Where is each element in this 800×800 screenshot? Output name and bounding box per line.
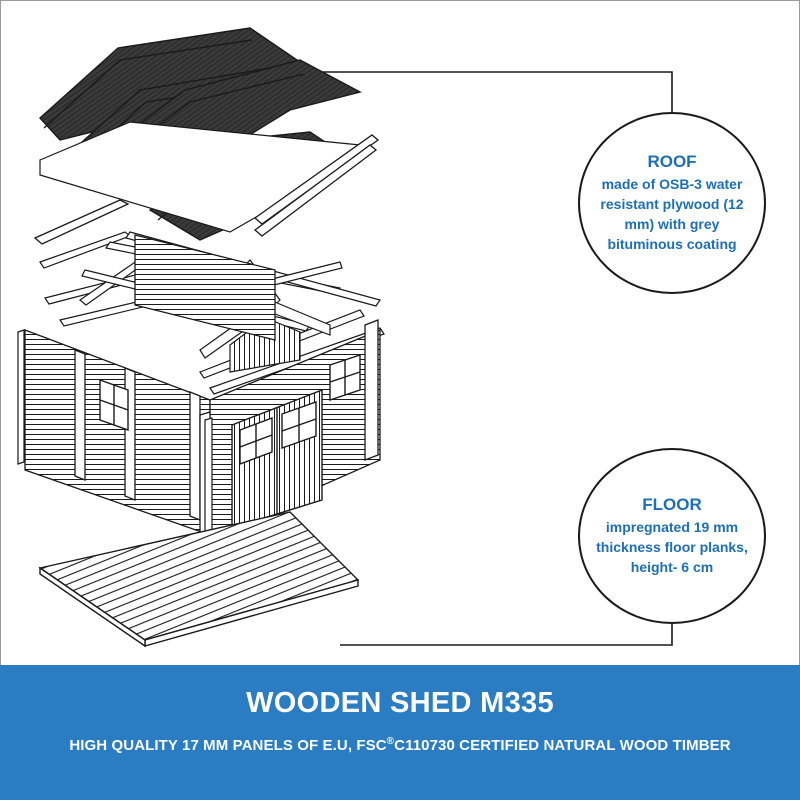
product-tagline: HIGH QUALITY 17 MM PANELS OF E.U, FSC®C1… (0, 736, 800, 754)
tagline-end: C110730 CERTIFIED NATURAL WOOD TIMBER (394, 737, 731, 754)
tagline-start: HIGH QUALITY 17 MM PANELS OF E.U, FSC (69, 737, 387, 754)
shed-exploded-diagram (17, 27, 673, 648)
left-wall (24, 329, 211, 536)
floor-deck (38, 511, 360, 648)
roof-callout: ROOF made of OSB-3 water resistant plywo… (578, 112, 766, 294)
floor-leader-line (340, 624, 673, 646)
roof-callout-text: made of OSB-3 water resistant plywood (1… (600, 176, 744, 252)
double-door (231, 388, 323, 529)
floor-callout: FLOOR impregnated 19 mm thickness floor … (578, 448, 766, 624)
product-name: WOODEN SHED M335 (246, 687, 554, 719)
back-wall (134, 234, 276, 341)
loose-planks (17, 329, 213, 533)
floor-callout-text: impregnated 19 mm thickness floor planks… (596, 519, 748, 575)
right-window (329, 354, 361, 401)
roof-boards (33, 134, 380, 245)
roof-leader-line (300, 71, 673, 112)
roof-callout-title: ROOF (647, 152, 697, 171)
registered-mark: ® (386, 736, 395, 747)
floor-callout-title: FLOOR (642, 495, 702, 514)
left-window (99, 379, 129, 431)
product-banner: WOODEN SHED M335 HIGH QUALITY 17 MM PANE… (0, 665, 800, 800)
